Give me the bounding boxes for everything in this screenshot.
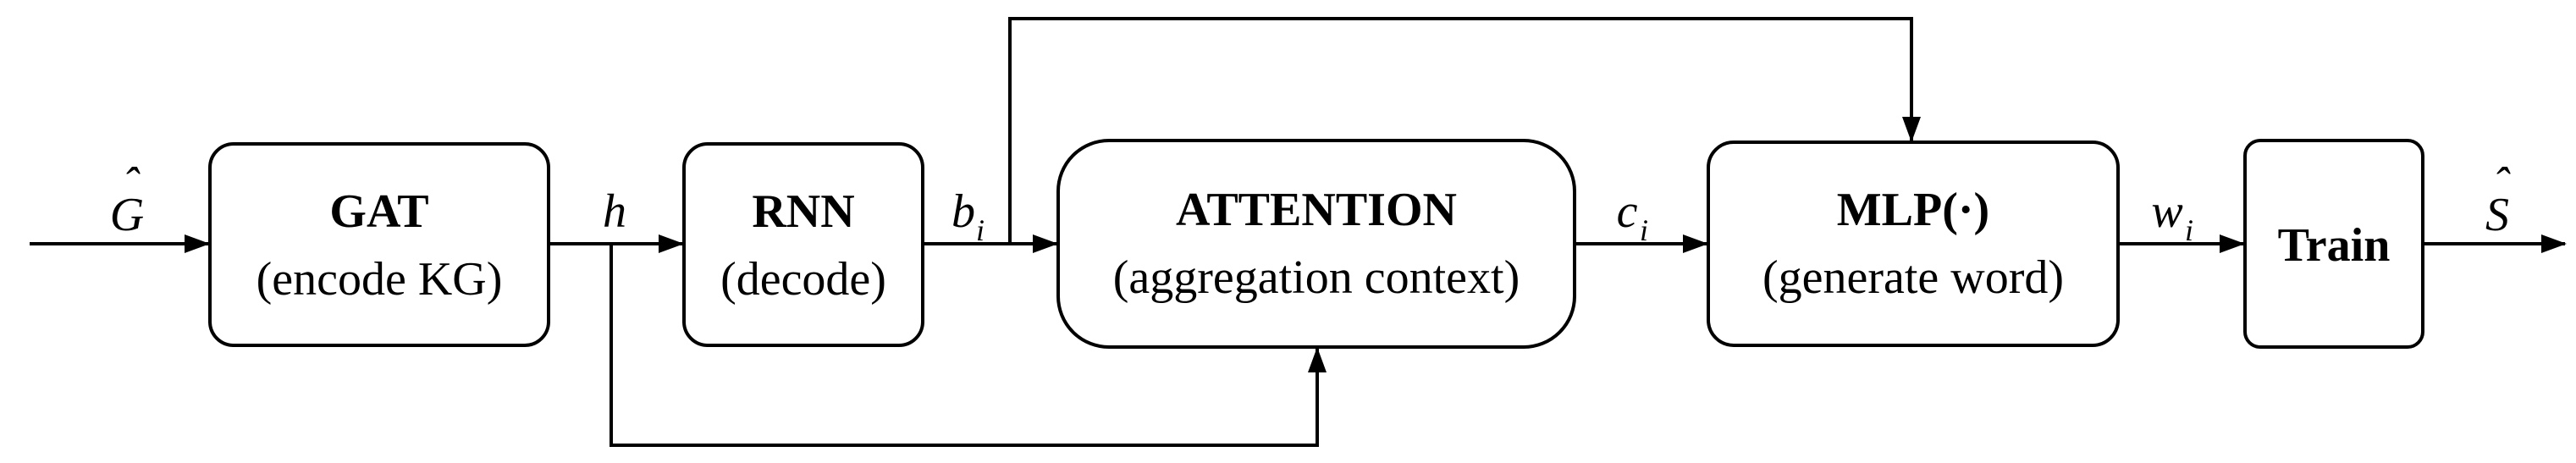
gat-title: GAT [329,185,428,238]
mlp-box [1707,141,2120,347]
h-label: h [603,185,626,238]
mlp-title: MLP(·) [1837,184,1989,236]
b-i-base: b [952,185,975,238]
w-i-base: w [2151,185,2182,238]
g-hat-base: G [110,189,144,241]
s-hat-accent: ˆ [2493,158,2511,211]
b-i-label: b i [952,185,985,247]
gat-box [208,142,550,347]
attention-box [1056,139,1576,349]
train-title: Train [2278,219,2391,272]
attention-title: ATTENTION [1176,184,1457,236]
c-i-subscript: i [1640,213,1648,247]
w-i-label: w i [2151,185,2193,247]
s-hat-label: S ˆ [2485,158,2511,241]
attention-subtitle: (aggregation context) [1113,251,1520,304]
s-hat-base: S [2485,189,2509,241]
rnn-box [682,142,924,347]
b-i-subscript: i [976,213,985,247]
c-i-label: c i [1617,185,1648,247]
gat-subtitle: (encode KG) [256,253,503,306]
g-hat-label: G ˆ [110,158,144,241]
skip-to-mlp-arrow [1008,17,1921,244]
g-hat-accent: ˆ [123,158,141,211]
h-to-attention-arrow [610,244,1327,447]
rnn-subtitle: (decode) [720,253,886,306]
mlp-subtitle: (generate word) [1762,251,2064,304]
rnn-title: RNN [752,185,854,238]
w-i-subscript: i [2185,213,2193,247]
c-i-base: c [1617,185,1638,238]
